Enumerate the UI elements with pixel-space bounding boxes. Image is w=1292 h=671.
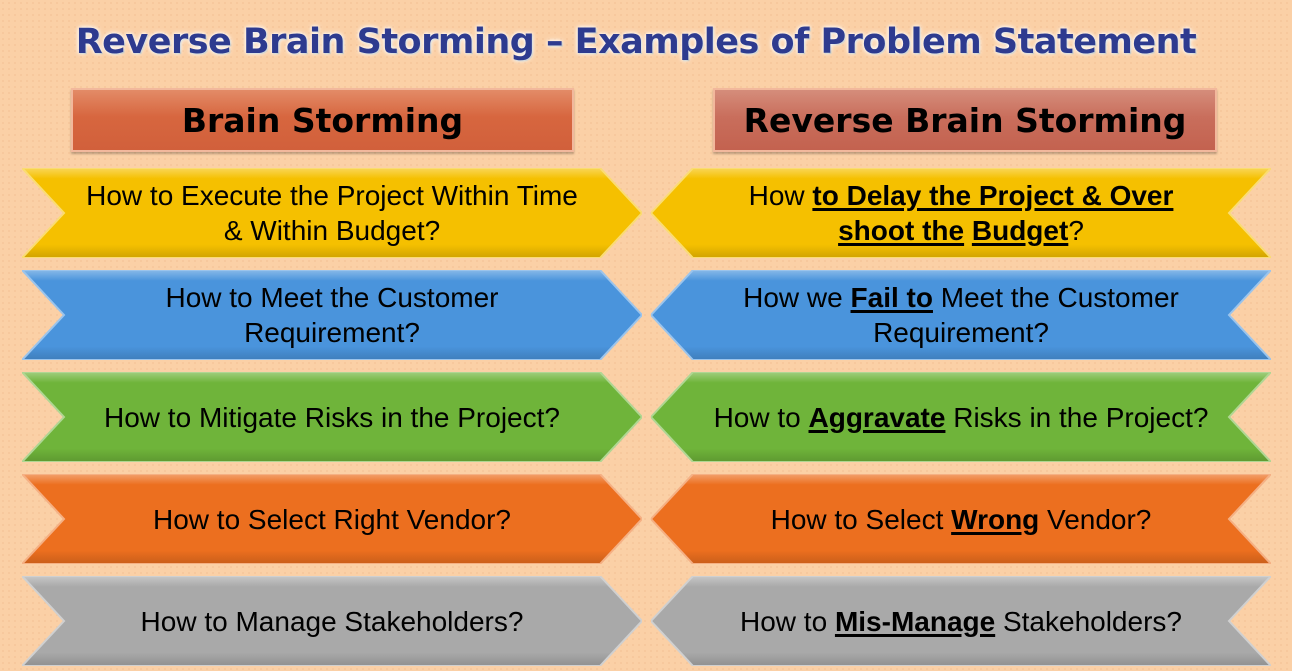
statement-text: How to Manage Stakeholders? [140, 605, 524, 637]
chevron-shape [651, 576, 1271, 666]
emphasized-text: Fail to [850, 282, 933, 313]
right-chevron-1: How to Delay the Project & Over shoot th… [651, 168, 1271, 258]
chevron-shape [22, 270, 642, 360]
slide-title: Reverse Brain Storming – Examples of Pro… [75, 22, 1197, 62]
left-chevron-4: How to Select Right Vendor? [22, 474, 642, 564]
emphasized-text: Mis-Manage [834, 605, 996, 637]
chevron-shape [22, 576, 642, 666]
chevron-shape [22, 372, 642, 462]
left-statement-2: How to Meet the Customer Requirement? [82, 270, 582, 360]
statement-text: Stakeholders? [995, 605, 1182, 637]
statement-text: How to [713, 401, 809, 433]
right-statement-1: How to Delay the Project & Over shoot th… [711, 168, 1211, 258]
right-statement-5: How to Mis-Manage Stakeholders? [711, 576, 1211, 666]
left-chevron-5: How to Manage Stakeholders? [22, 576, 642, 666]
right-chevron-2: How we Fail to Meet the Customer Require… [651, 270, 1271, 360]
statement-text: Meet the Customer Requirement? [873, 282, 1179, 348]
statement-text: How to [740, 605, 835, 637]
chevron-shape [651, 474, 1271, 564]
right-chevron-4: How to Select Wrong Vendor? [651, 474, 1271, 564]
left-chevron-1: How to Execute the Project Within Time &… [22, 168, 642, 258]
chevron-shape [651, 168, 1271, 258]
chevron-shape [22, 168, 642, 258]
statement-text: How we [743, 282, 851, 313]
header-brain-storming: Brain Storming [71, 88, 574, 152]
statement-text: How to Execute the Project Within Time &… [86, 180, 578, 246]
right-statement-2: How we Fail to Meet the Customer Require… [711, 270, 1211, 360]
left-chevron-3: How to Mitigate Risks in the Project? [22, 372, 642, 462]
header-reverse-brain-storming: Reverse Brain Storming [713, 88, 1217, 152]
statement-text: How [748, 180, 813, 211]
statement-text: How to Select Right Vendor? [153, 503, 511, 535]
statement-text: ? [1068, 215, 1084, 246]
chevron-shape [651, 270, 1271, 360]
emphasized-text: to Delay the Project & Over shoot the [812, 180, 1174, 246]
statement-text [964, 215, 972, 246]
right-chevron-3: How to Aggravate Risks in the Project? [651, 372, 1271, 462]
chevron-shape [22, 474, 642, 564]
right-chevron-5: How to Mis-Manage Stakeholders? [651, 576, 1271, 666]
right-statement-3: How to Aggravate Risks in the Project? [711, 372, 1211, 462]
left-statement-3: How to Mitigate Risks in the Project? [82, 372, 582, 462]
emphasized-text: Budget [971, 215, 1069, 246]
left-statement-4: How to Select Right Vendor? [82, 474, 582, 564]
statement-text: How to Select [770, 503, 952, 535]
statement-text: How to Mitigate Risks in the Project? [104, 401, 560, 433]
emphasized-text: Wrong [951, 503, 1040, 535]
statement-text: Risks in the Project? [945, 401, 1209, 433]
statement-text: How to Meet the Customer Requirement? [165, 282, 499, 348]
right-statement-4: How to Select Wrong Vendor? [711, 474, 1211, 564]
chevron-shape [651, 372, 1271, 462]
left-statement-5: How to Manage Stakeholders? [82, 576, 582, 666]
emphasized-text: Aggravate [808, 401, 946, 433]
statement-text: Vendor? [1039, 503, 1152, 535]
left-chevron-2: How to Meet the Customer Requirement? [22, 270, 642, 360]
left-statement-1: How to Execute the Project Within Time &… [82, 168, 582, 258]
